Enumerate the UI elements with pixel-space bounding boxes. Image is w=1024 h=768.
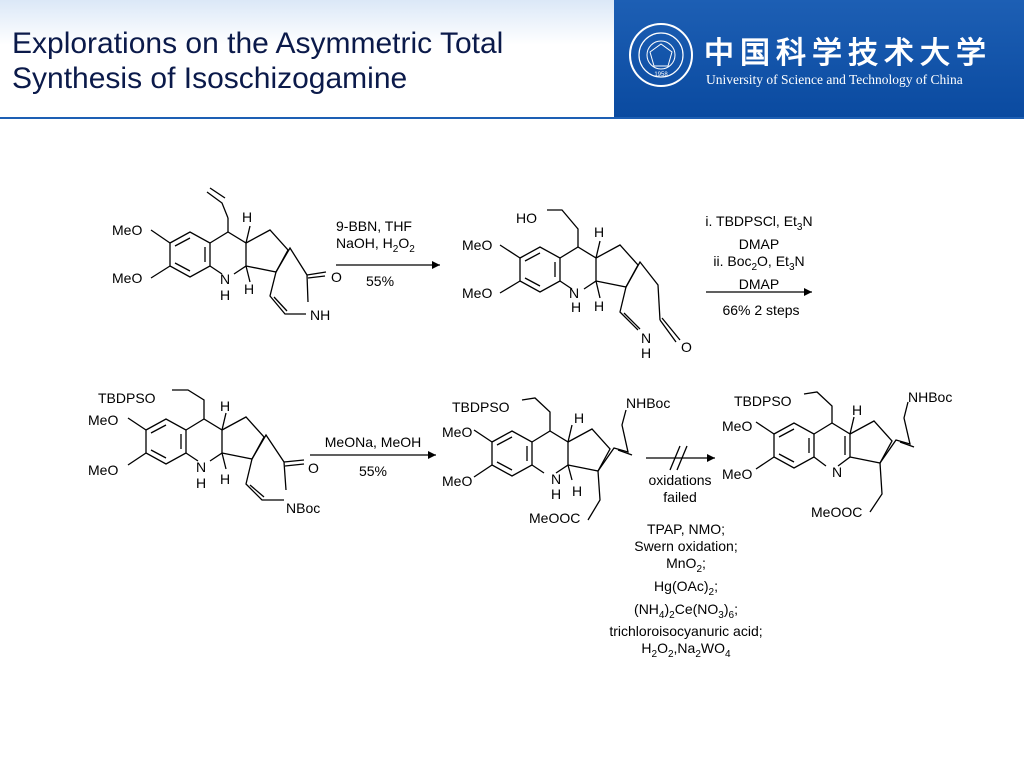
h-label: H: [594, 224, 604, 240]
meo-label: MeO: [442, 424, 472, 440]
n-label: N: [551, 471, 561, 487]
step2-reagent-3: ii. Boc2O, Et3N: [713, 252, 805, 273]
meo-label: MeO: [88, 412, 118, 428]
step1-reagent-2: NaOH, H2O2: [336, 235, 415, 255]
oxidation-reagents-list: TPAP, NMO; Swern oxidation; MnO2; Hg(OAc…: [609, 521, 763, 661]
tbdpso-label: TBDPSO: [98, 390, 156, 406]
n-label: N: [569, 285, 579, 301]
title-line-2: Synthesis of Isoschizogamine: [12, 62, 408, 95]
cross-mark: [669, 445, 681, 471]
step2-reagent-4: DMAP: [738, 275, 780, 292]
h-label: H: [244, 281, 254, 297]
step3-conditions: MeONa, MeOH: [324, 434, 422, 450]
nhboc-label: NHBoc: [908, 389, 952, 405]
o-label: O: [308, 460, 319, 476]
n-label: N: [832, 464, 842, 480]
step2-reagent-2: DMAP: [738, 235, 780, 252]
meooc-label: MeOOC: [811, 504, 862, 520]
meo-label: MeO: [112, 270, 142, 286]
meo-label: MeO: [112, 222, 142, 238]
h-label: H: [220, 287, 230, 303]
step3-yield: 55%: [358, 463, 388, 479]
seal-year: 1958: [654, 72, 668, 78]
nhboc-label: NHBoc: [626, 395, 670, 411]
step4-result: oxidations failed: [648, 472, 712, 505]
step2-yield: 66% 2 steps: [722, 302, 800, 318]
h-label: H: [242, 209, 252, 225]
step1-reagent-1: 9-BBN, THF: [336, 218, 412, 234]
meo-label: MeO: [88, 462, 118, 478]
h-label: H: [571, 299, 581, 315]
step1-yield: 55%: [366, 273, 395, 289]
tbdpso-label: TBDPSO: [734, 393, 792, 409]
tbdpso-label: TBDPSO: [452, 399, 510, 415]
n-label: N: [220, 271, 230, 287]
meooc-label: MeOOC: [529, 510, 580, 526]
h-label: H: [594, 298, 604, 314]
meo-label: MeO: [722, 418, 752, 434]
h-label: H: [641, 345, 651, 361]
compound-3: TBDPSO MeO MeO H N H H O NBoc: [88, 389, 320, 516]
slide-title: Explorations on the Asymmetric Total Syn…: [12, 26, 503, 96]
h-label: H: [196, 475, 206, 491]
n-label: N: [196, 459, 206, 475]
h-label: H: [572, 483, 582, 499]
step2-reagent-1: i. TBDPSCl, Et3N: [705, 213, 813, 233]
h-label: H: [220, 471, 230, 487]
compound-1: MeO MeO H N H H O NH: [112, 187, 342, 323]
header-divider: [0, 117, 1024, 119]
compound-2: HO MeO MeO H N H H N H O: [462, 209, 692, 361]
title-line-1: Explorations on the Asymmetric Total: [12, 27, 504, 60]
compound-4: TBDPSO MeO MeO H NHBoc N H H MeOOC: [442, 395, 670, 526]
step2-conditions: i. TBDPSCl, Et3N DMAP ii. Boc2O, Et3N DM…: [694, 213, 824, 293]
university-name-en: University of Science and Technology of …: [706, 72, 963, 87]
h-label: H: [220, 398, 230, 414]
h-label: H: [852, 402, 862, 418]
university-name-cn: 中国科学技术大学: [704, 36, 992, 71]
h-label: H: [574, 410, 584, 426]
compound-5: TBDPSO MeO MeO H NHBoc N MeOOC: [722, 389, 952, 520]
h-label: H: [551, 486, 561, 502]
nboc-label: NBoc: [286, 500, 320, 516]
ho-label: HO: [516, 210, 537, 226]
meo-label: MeO: [462, 237, 492, 253]
nh-label: NH: [310, 307, 330, 323]
meo-label: MeO: [442, 473, 472, 489]
step1-conditions: 9-BBN, THF NaOH, H2O2: [336, 218, 415, 258]
o-label: O: [681, 339, 692, 355]
cross-mark: [676, 445, 688, 471]
o-label: O: [331, 269, 342, 285]
meo-label: MeO: [722, 466, 752, 482]
n-label: N: [641, 330, 651, 346]
university-seal-icon: 1958: [629, 23, 693, 87]
meo-label: MeO: [462, 285, 492, 301]
